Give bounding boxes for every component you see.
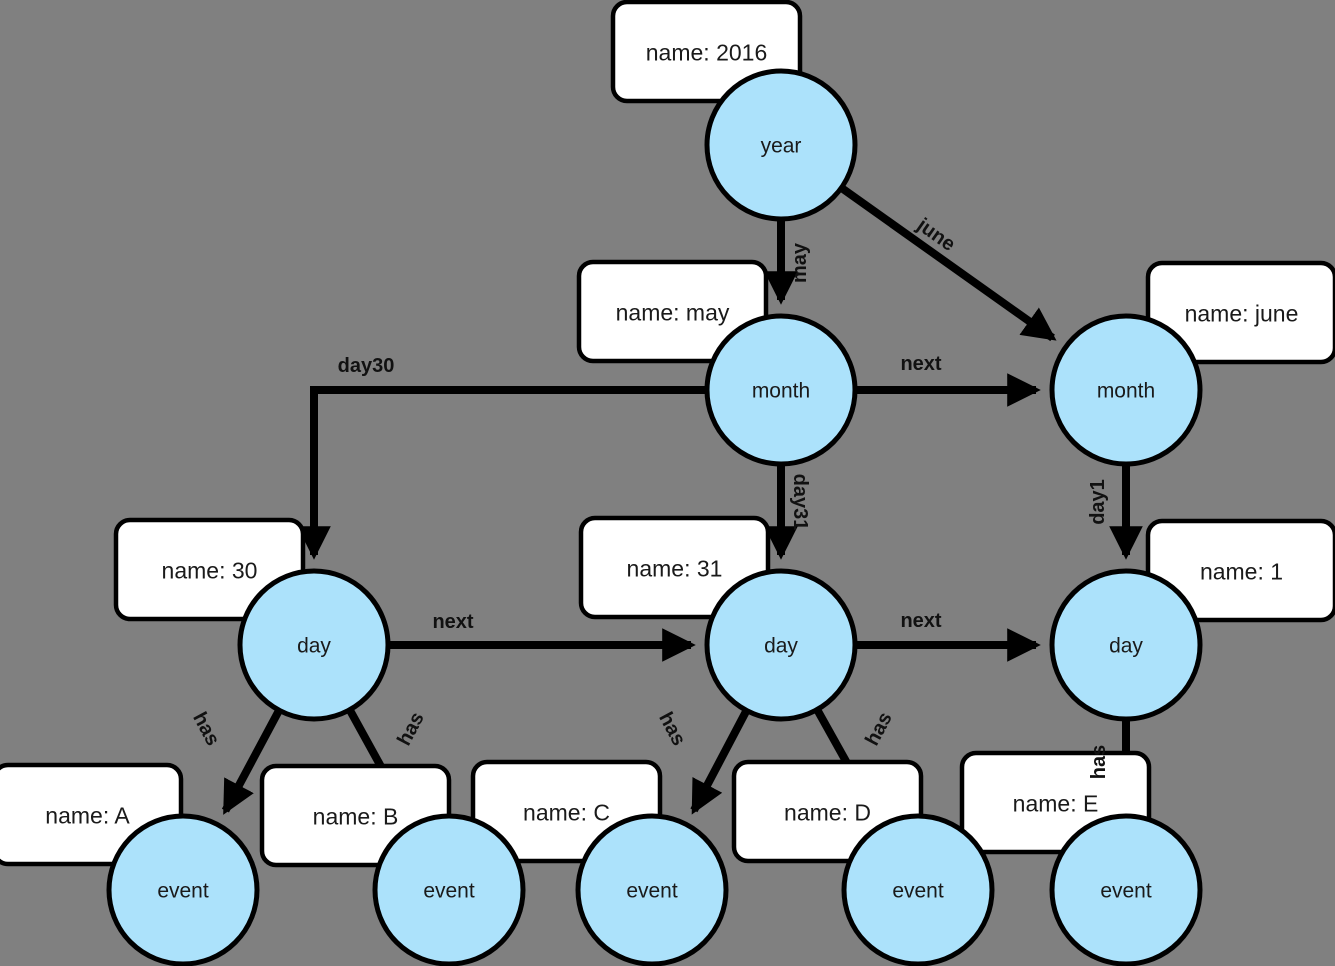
edge-label-e-day1: day1 [1087, 479, 1109, 525]
edge-path [690, 709, 750, 815]
edge-label-e-hasB: has [393, 709, 429, 750]
node-circle [106, 813, 260, 966]
node-circle [237, 568, 391, 722]
node-eventD[interactable]: event [841, 813, 995, 966]
property-box-frame [1145, 260, 1335, 365]
node-eventE[interactable]: event [1049, 813, 1203, 966]
property-box-frame [1145, 518, 1335, 623]
node-circle [575, 813, 729, 966]
node-monthMay[interactable]: month [704, 313, 858, 467]
edge-label-e-next-d1: next [432, 611, 473, 633]
node-eventC[interactable]: event [575, 813, 729, 966]
node-day31[interactable]: day [704, 568, 858, 722]
node-circle [704, 68, 858, 222]
node-circle [1049, 813, 1203, 966]
edge-label-e-day31: day31 [789, 474, 811, 531]
node-eventB[interactable]: event [372, 813, 526, 966]
edge-label-e-hasA: has [188, 709, 224, 750]
edge-e-day30[interactable] [297, 386, 705, 560]
node-monthJune[interactable]: month [1049, 313, 1203, 467]
property-box-frame [576, 259, 769, 364]
edge-label-e-next-d2: next [900, 610, 941, 632]
node-eventA[interactable]: event [106, 813, 260, 966]
node-circle [841, 813, 995, 966]
node-circle [704, 568, 858, 722]
property-box-frame [578, 515, 771, 620]
edge-label-e-may: may [789, 242, 811, 283]
node-day1[interactable]: day [1049, 568, 1203, 722]
edge-path [221, 709, 283, 815]
edge-e-hasA[interactable] [221, 709, 283, 815]
node-year2016[interactable]: year [704, 68, 858, 222]
node-day30[interactable]: day [237, 568, 391, 722]
edge-path [297, 386, 705, 560]
node-circle [1049, 568, 1203, 722]
edge-e-june[interactable] [839, 185, 1057, 342]
node-circle [704, 313, 858, 467]
edge-e-hasC[interactable] [690, 709, 750, 815]
node-circle [372, 813, 526, 966]
edge-label-e-june: june [912, 214, 959, 256]
node-circle [1049, 313, 1203, 467]
edge-label-e-hasC: has [654, 709, 690, 750]
edge-label-e-next-m: next [900, 353, 941, 375]
edge-label-e-day30: day30 [338, 355, 395, 377]
edge-label-e-hasD: has [861, 709, 897, 750]
edge-path [839, 185, 1057, 342]
